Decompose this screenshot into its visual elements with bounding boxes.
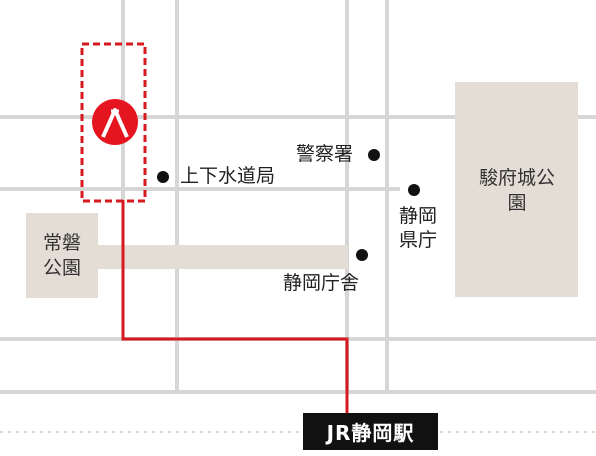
label-police: 警察署 [296, 143, 354, 165]
dot-city-hall [356, 249, 368, 261]
road [345, 0, 349, 392]
park-band [98, 245, 348, 269]
road [0, 115, 596, 119]
park-sunpu [455, 82, 578, 297]
road [175, 0, 179, 392]
label-pref-office: 静岡県庁 [398, 205, 437, 251]
walking-route [121, 200, 349, 415]
road [385, 0, 389, 392]
station-label: JR静岡駅 [303, 413, 438, 450]
dot-water-bureau [157, 171, 169, 183]
destination-logo-icon[interactable] [92, 99, 138, 145]
road [121, 0, 125, 200]
park-tokiwa [26, 213, 98, 298]
label-city-hall: 静岡庁舎 [283, 272, 360, 294]
label-park-tokiwa: 常磐公園 [42, 232, 81, 279]
road [0, 187, 400, 191]
dot-police [368, 149, 380, 161]
label-park-sunpu: 駿府城公園 [478, 167, 555, 214]
label-water-bureau: 上下水道局 [180, 165, 276, 187]
road [0, 390, 596, 394]
dot-pref-office [408, 184, 420, 196]
